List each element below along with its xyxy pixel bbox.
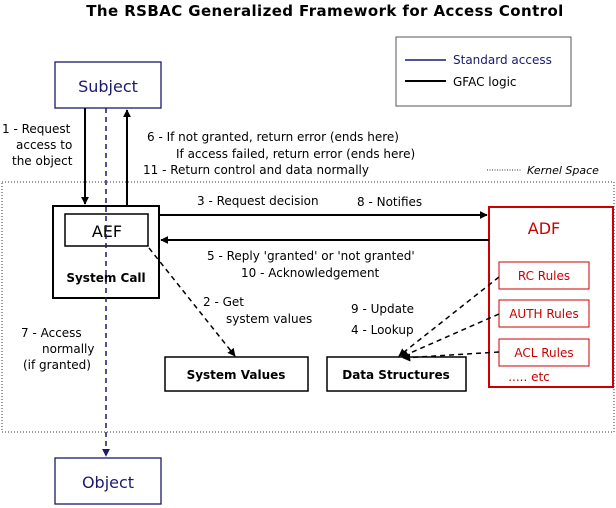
step-5-label: 5 - Reply 'granted' or 'not granted' <box>207 249 415 263</box>
acl-rules-label: ACL Rules <box>514 346 573 360</box>
kernel-space-region <box>1 181 615 433</box>
step-6-label: 6 - If not granted, return error (ends h… <box>147 130 415 161</box>
legend-standard-access: Standard access <box>453 53 552 67</box>
step-1-label: 1 - Request access to the object <box>2 122 76 168</box>
arrow-rc-to-data <box>398 276 500 357</box>
auth-rules-label: AUTH Rules <box>509 307 579 321</box>
step-10-label: 10 - Acknowledgement <box>241 266 380 280</box>
step-8-label: 8 - Notifies <box>357 195 422 209</box>
auth-rules-box <box>498 299 590 328</box>
acl-rules-box <box>498 338 590 367</box>
data-structures-node: Data Structures <box>326 356 467 392</box>
object-node: Object <box>54 457 162 505</box>
adf-label: ADF <box>528 219 560 238</box>
step-3-label: 3 - Request decision <box>197 194 319 208</box>
arrow-acl-to-data <box>402 351 500 362</box>
diagram-title: The RSBAC Generalized Framework for Acce… <box>86 2 563 20</box>
rc-rules-box <box>498 261 590 290</box>
adf-node: ADF RC Rules AUTH Rules ACL Rules ..... … <box>488 206 614 388</box>
step-4-label: 4 - Lookup <box>351 323 414 337</box>
adf-etc-label: ..... etc <box>508 370 550 384</box>
subject-node: Subject <box>54 61 162 109</box>
object-label: Object <box>82 473 134 492</box>
subject-label: Subject <box>78 77 138 96</box>
legend: Standard access GFAC logic <box>395 36 572 107</box>
legend-gfac-logic: GFAC logic <box>453 75 517 89</box>
step-2-label: 2 - Get system values <box>203 295 312 326</box>
rc-rules-label: RC Rules <box>518 269 570 283</box>
system-values-label: System Values <box>187 368 286 382</box>
step-11-label: 11 - Return control and data normally <box>143 163 369 177</box>
system-values-node: System Values <box>164 356 309 392</box>
step-9-label: 9 - Update <box>351 302 414 316</box>
aef-label: AEF <box>92 222 122 241</box>
data-structures-label: Data Structures <box>342 368 450 382</box>
arrow-auth-to-data <box>400 313 500 358</box>
system-call-label: System Call <box>66 271 145 285</box>
step-7-label: 7 - Access normally (if granted) <box>21 326 98 372</box>
kernel-space-label: Kernel Space <box>527 164 599 177</box>
